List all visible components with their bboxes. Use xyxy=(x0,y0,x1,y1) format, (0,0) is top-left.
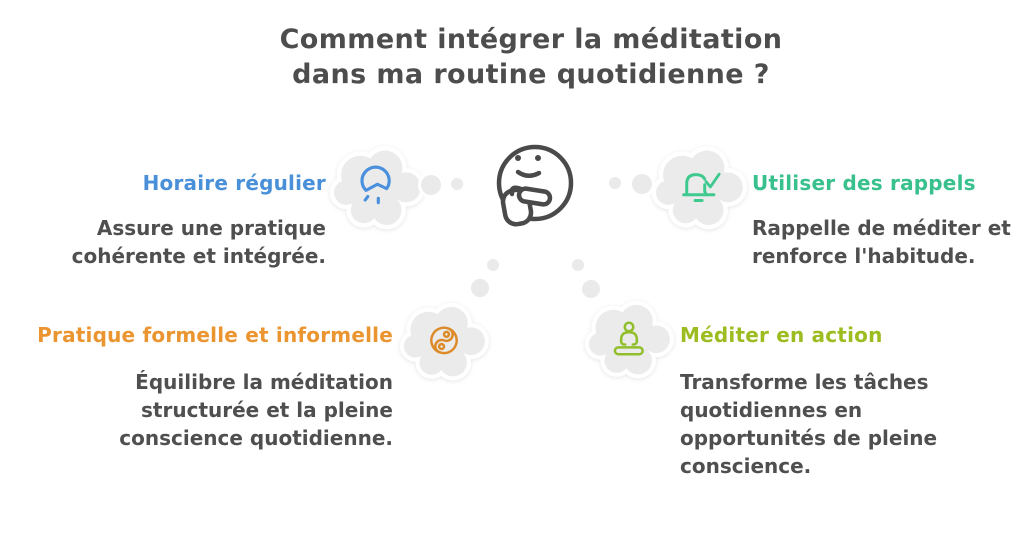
thought-dot xyxy=(582,280,600,298)
thought-dot xyxy=(451,178,463,190)
section-body: Assure une pratique cohérente et intégré… xyxy=(71,216,326,268)
section-body: Équilibre la méditation structurée et la… xyxy=(119,370,393,450)
section-pratique-formelle: Pratique formelle et informelle Équilibr… xyxy=(0,320,393,452)
section-mediter-en-action: Méditer en action Transforme les tâches … xyxy=(680,320,970,480)
bell-check-icon xyxy=(682,172,721,202)
face-eye-right xyxy=(535,155,541,161)
clock-icon xyxy=(360,165,391,205)
cloud-body xyxy=(403,306,485,377)
meditation-pose-icon xyxy=(613,321,644,356)
title-line-2: dans ma routine quotidienne ? xyxy=(292,59,770,90)
face-eye-left xyxy=(515,155,521,161)
section-heading: Pratique formelle et informelle xyxy=(37,323,393,347)
thinking-face-icon xyxy=(496,144,574,227)
face-outline xyxy=(496,144,574,222)
yin-yang-icon xyxy=(430,326,458,355)
section-heading: Utiliser des rappels xyxy=(752,171,976,195)
section-horaire-regulier: Horaire régulier Assure une pratique coh… xyxy=(0,168,326,270)
thought-bubble-bell xyxy=(651,146,748,230)
section-body: Rappelle de méditer et renforce l'habitu… xyxy=(752,216,1011,268)
thought-dot xyxy=(572,259,584,271)
face-hand-finger xyxy=(516,186,553,207)
face-mouth xyxy=(515,169,542,178)
thought-dot xyxy=(471,279,489,297)
section-utiliser-des-rappels: Utiliser des rappels Rappelle de méditer… xyxy=(752,168,1030,270)
thought-dot xyxy=(632,174,652,194)
thought-bubble-yinyang xyxy=(399,302,489,381)
face-hand-thumb xyxy=(509,185,524,197)
thought-bubble-meditation xyxy=(584,300,674,379)
title-line-1: Comment intégrer la méditation xyxy=(279,24,783,55)
section-body: Transforme les tâches quotidiennes en op… xyxy=(680,370,938,478)
section-heading: Méditer en action xyxy=(680,323,883,347)
thought-bubble-clock xyxy=(329,146,426,230)
thought-dot xyxy=(421,175,441,195)
section-heading: Horaire régulier xyxy=(142,171,326,195)
thought-dot xyxy=(487,259,499,271)
thought-dot xyxy=(609,177,621,189)
page-title: Comment intégrer la méditation dans ma r… xyxy=(0,22,1030,92)
